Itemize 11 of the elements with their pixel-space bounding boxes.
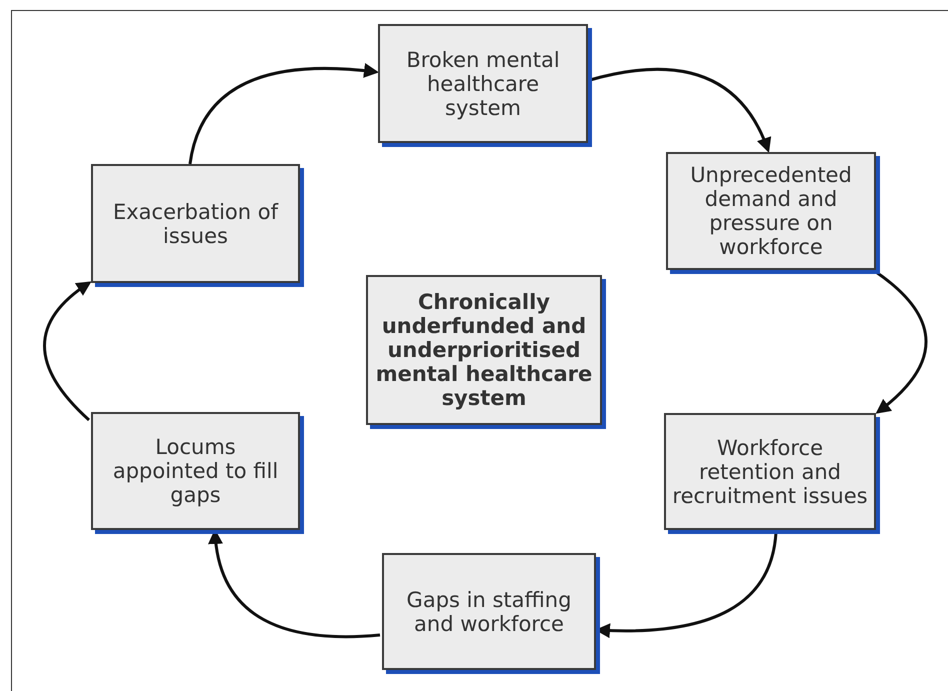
- box-text: Exacerbation of issues: [112, 200, 280, 248]
- curved-arrow: [43, 281, 92, 422]
- curved-arrow: [188, 63, 379, 164]
- central-text: Chronically underfunded and underprioritised mental healthcare system: [374, 290, 594, 410]
- box-text: Gaps in staffing and workforce: [406, 588, 572, 636]
- box-text: Broken mental healthcare system: [405, 48, 561, 120]
- box-text: Workforce retention and recruitment issues: [672, 436, 868, 508]
- curved-arrow: [875, 270, 928, 414]
- box-text: Unprecedented demand and pressure on workforce: [689, 163, 853, 259]
- curved-arrow: [590, 68, 770, 153]
- box-text: Locums appointed to fill gaps: [112, 435, 280, 507]
